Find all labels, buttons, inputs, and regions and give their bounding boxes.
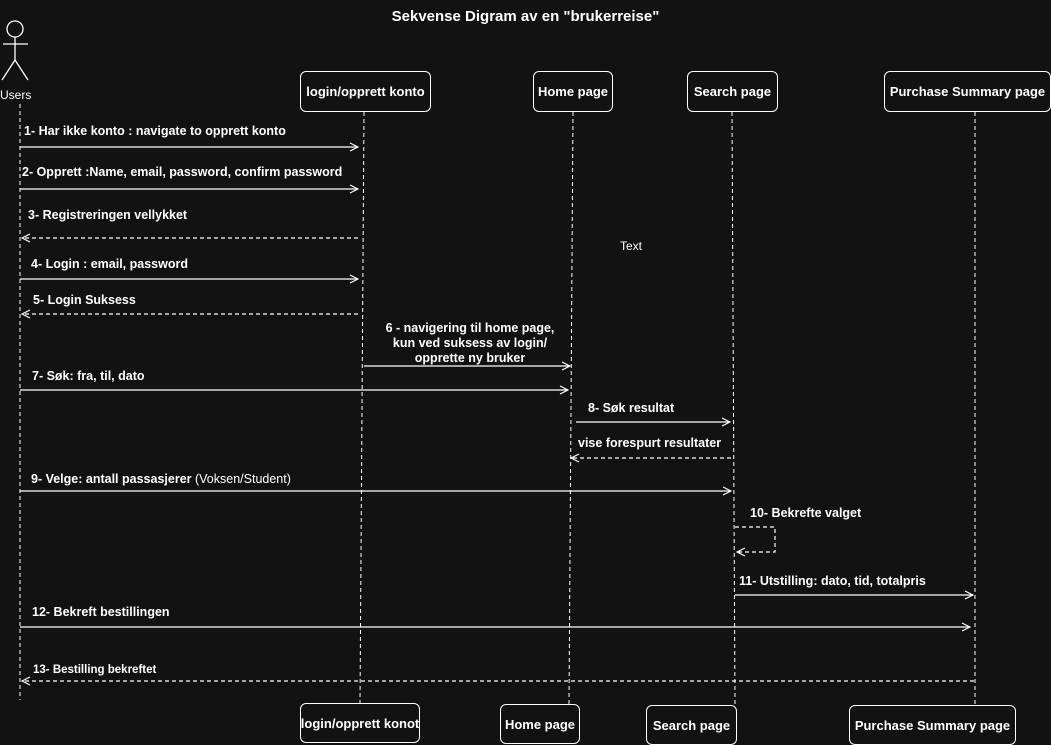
message-8-label: 8- Søk resultat xyxy=(588,401,675,415)
message-6-line-3: opprette ny bruker xyxy=(414,351,526,365)
actor-label: Users xyxy=(0,88,32,102)
lifeline-home xyxy=(568,111,574,705)
message-11-label: 11- Utstilling: dato, tid, totalpris xyxy=(739,574,926,588)
message-6-line-1: 6 - navigering til home page, xyxy=(385,321,555,335)
participant-search-bottom: Search page xyxy=(646,705,737,745)
participant-home-bottom: Home page xyxy=(500,704,580,744)
participant-login: login/opprett konto xyxy=(300,71,431,112)
participant-home: Home page xyxy=(533,71,613,112)
lifeline-login xyxy=(359,111,365,704)
participant-purchase-bottom: Purchase Summary page xyxy=(849,705,1016,745)
free-text: Text xyxy=(620,239,643,253)
message-4-label: 4- Login : email, password xyxy=(31,257,188,271)
message-10-label: 10- Bekrefte valget xyxy=(750,506,862,520)
diagram-title: Sekvense Digram av en "brukerreise" xyxy=(391,8,660,25)
message-6-line-2: kun ved suksess av login/ xyxy=(392,336,548,350)
message-9-text: 9- Velge: antall passasjerer xyxy=(31,472,192,486)
message-13-label: 13- Bestilling bekreftet xyxy=(33,664,157,676)
message-7-label: 7- Søk: fra, til, dato xyxy=(32,369,145,383)
message-12-label: 12- Bekreft bestillingen xyxy=(32,605,170,619)
participant-purchase: Purchase Summary page xyxy=(884,71,1051,112)
lifeline-search xyxy=(731,111,736,706)
message-8b-label: vise forespurt resultater xyxy=(578,436,722,450)
message-9-label: 9- Velge: antall passasjerer (Voksen/Stu… xyxy=(31,472,291,486)
participant-search: Search page xyxy=(687,71,778,112)
message-3-label: 3- Registreringen vellykket xyxy=(28,208,188,222)
arrow-10 xyxy=(735,526,776,552)
message-1-label: 1- Har ikke konto : navigate to opprett … xyxy=(24,124,286,138)
message-5-label: 5- Login Suksess xyxy=(33,293,136,307)
message-6-label: 6 - navigering til home page,kun ved suk… xyxy=(370,321,570,366)
actor-icon xyxy=(1,20,29,81)
participant-login-bottom: login/opprett konot xyxy=(300,703,420,743)
message-9-note: (Voksen/Student) xyxy=(195,472,291,486)
message-2-label: 2- Opprett :Name, email, password, confi… xyxy=(22,165,343,179)
